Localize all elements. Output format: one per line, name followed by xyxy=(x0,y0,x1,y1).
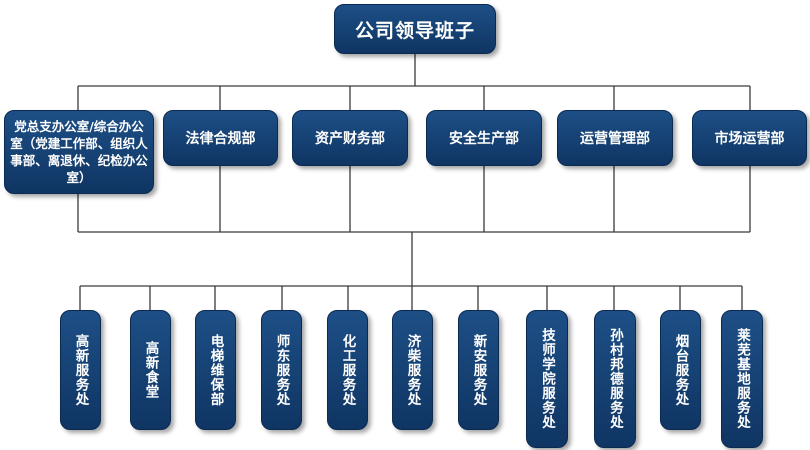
unit-node-elevator-maintenance: 电梯维保部 xyxy=(195,310,236,430)
dept-node-finance: 资产财务部 xyxy=(292,110,408,166)
unit-node-laiwu-base-service: 莱芜基地服务处 xyxy=(721,310,763,448)
unit-node-chemical-service: 化工服务处 xyxy=(327,310,368,430)
dept-node-operations: 运营管理部 xyxy=(557,110,673,166)
root-node: 公司领导班子 xyxy=(334,4,496,54)
dept-node-marketing: 市场运营部 xyxy=(692,110,807,166)
unit-node-jichai-service: 济柴服务处 xyxy=(392,310,433,430)
unit-node-suncun-bangde-service: 孙村邦德服务处 xyxy=(594,310,636,448)
dept-node-legal: 法律合规部 xyxy=(163,110,278,166)
unit-node-shidong-service: 师东服务处 xyxy=(261,310,302,430)
unit-node-technician-college-service: 技师学院服务处 xyxy=(526,310,568,448)
dept-node-safety: 安全生产部 xyxy=(426,110,542,166)
unit-node-gaoxin-service: 高新服务处 xyxy=(60,310,101,430)
unit-node-gaoxin-canteen: 高新食堂 xyxy=(130,310,171,430)
unit-node-yantai-service: 烟台服务处 xyxy=(660,310,701,430)
unit-node-xinan-service: 新安服务处 xyxy=(458,310,499,430)
dept-node-party-office: 党总支办公室/综合办公室（党建工作部、组织人事部、离退休、纪检办公室） xyxy=(4,110,154,194)
